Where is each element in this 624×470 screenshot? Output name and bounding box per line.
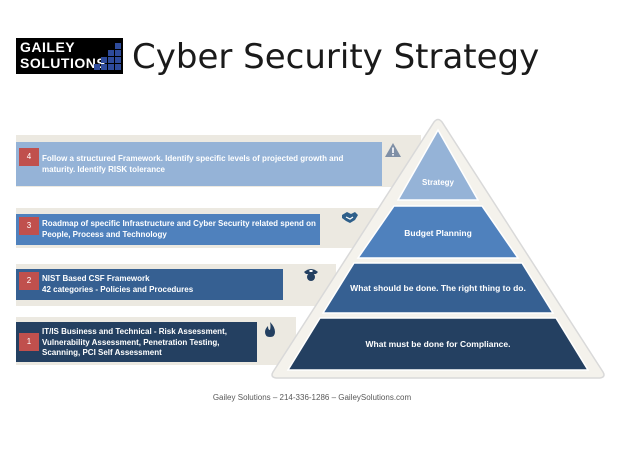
company-logo: GAILEY SOLUTIONS — [16, 38, 123, 74]
step-1-text: IT/IS Business and Technical - Risk Asse… — [42, 327, 227, 357]
step-4-text: Follow a structured Framework. Identify … — [42, 154, 344, 174]
step-2-bar: 2 NIST Based CSF Framework 42 categories… — [16, 269, 283, 300]
pyramid-label-2: What should be done. The right thing to … — [350, 283, 526, 293]
pyramid-level-1 — [286, 317, 590, 371]
logo-blocks-icon — [94, 43, 121, 70]
fire-icon — [265, 322, 275, 337]
step-2-text: NIST Based CSF Framework 42 categories -… — [42, 274, 194, 294]
page-title: Cyber Security Strategy — [132, 37, 540, 77]
pyramid-level-4 — [396, 128, 480, 201]
pyramid-level-3 — [356, 205, 520, 259]
pyramid-label-4: Strategy — [422, 178, 455, 187]
logo-line-2: SOLUTIONS — [20, 55, 107, 71]
step-4-number: 4 — [19, 148, 39, 166]
step-1-number: 1 — [19, 333, 39, 351]
handshake-icon — [342, 212, 358, 223]
step-2-number: 2 — [19, 272, 39, 290]
step-1-bar: 1 IT/IS Business and Technical - Risk As… — [16, 322, 257, 362]
police-icon — [304, 269, 318, 281]
step-3-number: 3 — [19, 217, 39, 235]
warning-icon — [385, 143, 401, 157]
pyramid-label-3: Budget Planning — [404, 228, 472, 238]
step-3-text: Roadmap of specific Infrastructure and C… — [42, 219, 316, 239]
footer-contact: Gailey Solutions – 214-336-1286 – Gailey… — [212, 393, 412, 402]
step-4-bar: 4 Follow a structured Framework. Identif… — [16, 142, 382, 186]
pyramid-level-2 — [321, 262, 555, 314]
pyramid-label-1: What must be done for Compliance. — [366, 339, 511, 349]
logo-text: GAILEY SOLUTIONS — [20, 39, 106, 71]
logo-line-1: GAILEY — [20, 39, 76, 55]
step-3-bar: 3 Roadmap of specific Infrastructure and… — [16, 214, 320, 245]
